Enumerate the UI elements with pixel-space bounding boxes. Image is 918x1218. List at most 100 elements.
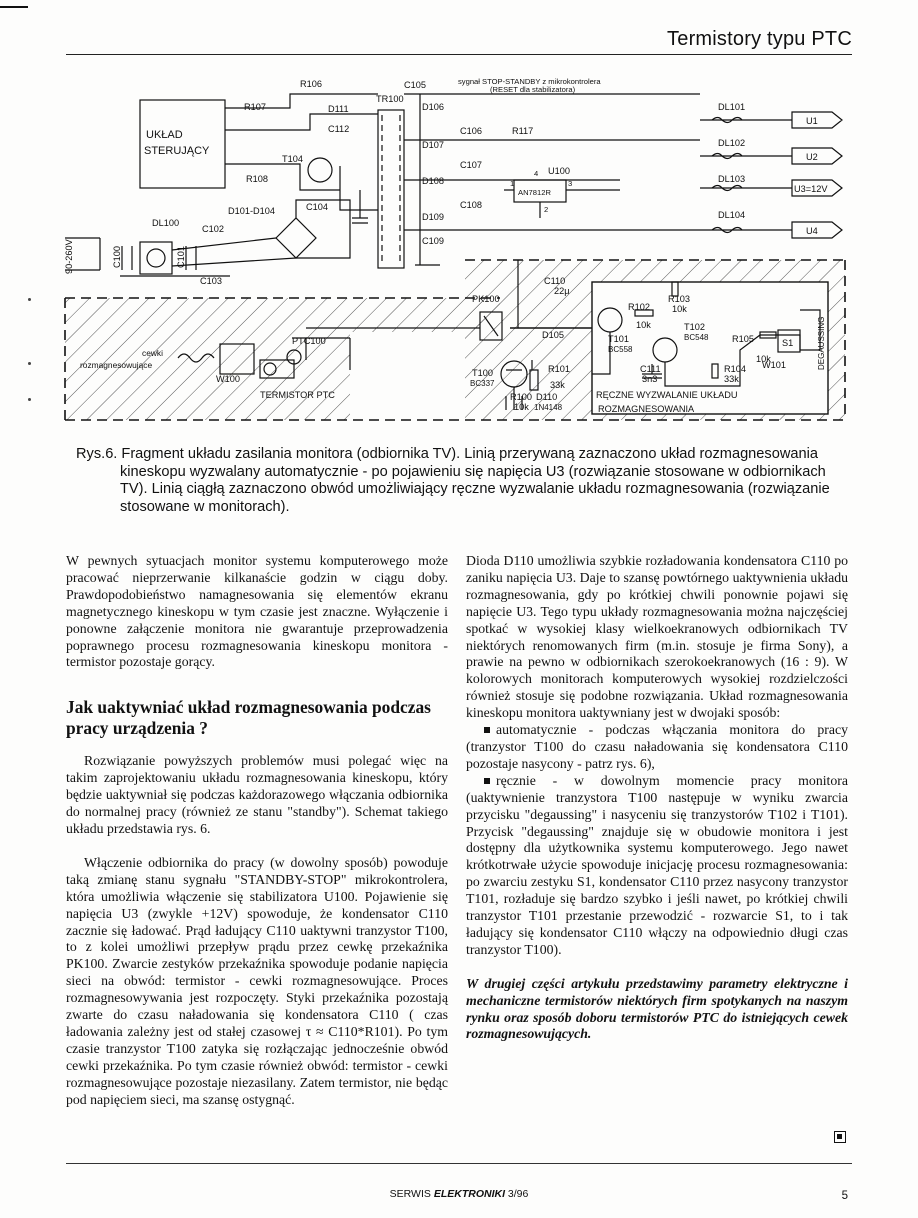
right-column: Dioda D110 umożliwia szybkie rozładowani…	[466, 553, 848, 1043]
block-label: STERUJĄCY	[144, 145, 210, 157]
section-heading: Jak uaktywniać układ rozmagnesowania pod…	[66, 697, 431, 739]
component-label: C111	[640, 364, 661, 374]
output-label: U4	[806, 226, 818, 236]
component-label: D107	[422, 140, 444, 150]
footer: SERWIS ELEKTRONIKI 3/96	[0, 1188, 918, 1200]
margin-mark	[28, 398, 31, 401]
component-label: DL104	[718, 210, 745, 220]
component-label: T102	[684, 322, 705, 332]
margin-mark	[28, 298, 31, 301]
component-label: R102	[628, 302, 650, 312]
switch-label: S1	[782, 338, 793, 348]
paragraph: Rozwiązanie powyższych problemów musi po…	[66, 753, 448, 836]
diagram-label: TERMISTOR PTC	[260, 390, 335, 400]
component-value: 1N4148	[534, 403, 563, 412]
footer-magazine: ELEKTRONIKI	[433, 1188, 505, 1200]
pin-label: 3	[568, 179, 572, 188]
component-label: D105	[542, 330, 564, 340]
component-label: D108	[422, 176, 444, 186]
component-label: R104	[724, 364, 746, 374]
paragraph: Włączenie odbiornika do pracy (w dowolny…	[66, 854, 448, 1107]
component-label: C105	[404, 80, 426, 90]
component-label: DL103	[718, 174, 745, 184]
block-label: UKŁAD	[146, 129, 183, 141]
coil-label: rozmagnesowujące	[80, 360, 152, 370]
footer-rule	[66, 1163, 852, 1164]
component-label: R100	[510, 392, 532, 402]
left-column: W pewnych sytuacjach monitor systemu kom…	[66, 553, 448, 1108]
component-label: R105	[732, 334, 754, 344]
component-label: DL101	[718, 102, 745, 112]
output-label: U1	[806, 116, 818, 126]
component-label: D109	[422, 212, 444, 222]
mains-label: 90-260V	[64, 238, 74, 274]
component-label: C100	[112, 246, 122, 268]
component-label: AN7812R	[518, 188, 551, 197]
list-item: automatycznie - podczas włączania monito…	[466, 722, 848, 773]
paragraph: W pewnych sytuacjach monitor systemu kom…	[66, 553, 448, 670]
pin-label: 2	[544, 205, 548, 214]
component-value: 10k	[636, 320, 651, 330]
component-label: C102	[202, 224, 224, 234]
diagram-label: sygnał STOP-STANDBY z mikrokontrolera	[458, 77, 601, 86]
pin-label: 4	[534, 169, 538, 178]
component-label: TR100	[376, 94, 404, 104]
end-of-article-icon	[834, 1131, 846, 1143]
component-label: R117	[512, 126, 533, 136]
component-label: D106	[422, 102, 444, 112]
component-label: R108	[246, 174, 268, 184]
component-label: C101	[176, 246, 186, 268]
component-label: PK100	[472, 294, 500, 304]
component-label: C107	[460, 160, 482, 170]
diagram-label: (RESET dla stabilizatora)	[490, 85, 576, 94]
component-value: 3n3	[642, 374, 657, 384]
component-label: T100	[472, 368, 493, 378]
component-label: C106	[460, 126, 482, 136]
bullet-icon	[484, 726, 490, 733]
bullet-icon	[484, 777, 490, 784]
component-label: D101-D104	[228, 206, 275, 216]
coil-label: cewki	[142, 348, 163, 358]
component-label: W100	[216, 374, 240, 384]
component-label: T101	[608, 334, 629, 344]
corner-mark	[0, 6, 28, 8]
list-item: ręcznie - w dowolnym momencie pracy moni…	[466, 773, 848, 959]
component-label: DL102	[718, 138, 745, 148]
component-label: R101	[548, 364, 570, 374]
component-label: DL100	[152, 218, 179, 228]
component-value: 33k	[550, 380, 565, 390]
component-label: R103	[668, 294, 690, 304]
diagram-label: ROZMAGNESOWANIA	[598, 404, 695, 414]
component-label: C104	[306, 202, 328, 212]
paragraph: Dioda D110 umożliwia szybkie rozładowani…	[466, 553, 848, 721]
closing-note: W drugiej części artykułu przedstawimy p…	[466, 975, 848, 1042]
component-value: BC548	[684, 333, 709, 342]
schematic-diagram: UKŁAD STERUJĄCY sygnał STOP-STANDBY z mi…	[64, 77, 846, 421]
header-title: Termistory typu PTC	[667, 28, 852, 50]
component-value: BC337	[470, 379, 495, 388]
figure-caption: Rys.6. Fragment układu zasilania monitor…	[76, 446, 830, 515]
component-label: R107	[244, 102, 266, 112]
footer-issue: 3/96	[507, 1188, 529, 1200]
component-value: 22μ	[554, 286, 570, 296]
list-item-text: ręcznie - w dowolnym momencie pracy moni…	[466, 772, 848, 957]
component-label: C110	[544, 276, 565, 286]
component-label: U100	[548, 166, 570, 176]
component-label: C108	[460, 200, 482, 210]
list-item-text: automatycznie - podczas włączania monito…	[466, 722, 848, 771]
component-label: D111	[328, 104, 349, 114]
component-label: D110	[536, 392, 557, 402]
component-label: C103	[200, 276, 222, 286]
diagram-label: RĘCZNE WYZWALANIE UKŁADU	[596, 390, 738, 400]
pin-label: 1	[510, 179, 514, 188]
header-rule	[66, 54, 852, 55]
switch-caption: DEGAUSSING	[817, 317, 826, 370]
component-value: 33k	[724, 374, 739, 384]
component-label: R106	[300, 79, 322, 89]
component-value: 10k	[514, 402, 529, 412]
page-number: 5	[841, 1190, 848, 1202]
output-label: U3=12V	[794, 184, 828, 194]
component-label: PTC100	[292, 336, 326, 346]
component-value: BC558	[608, 345, 633, 354]
margin-mark	[28, 362, 31, 365]
